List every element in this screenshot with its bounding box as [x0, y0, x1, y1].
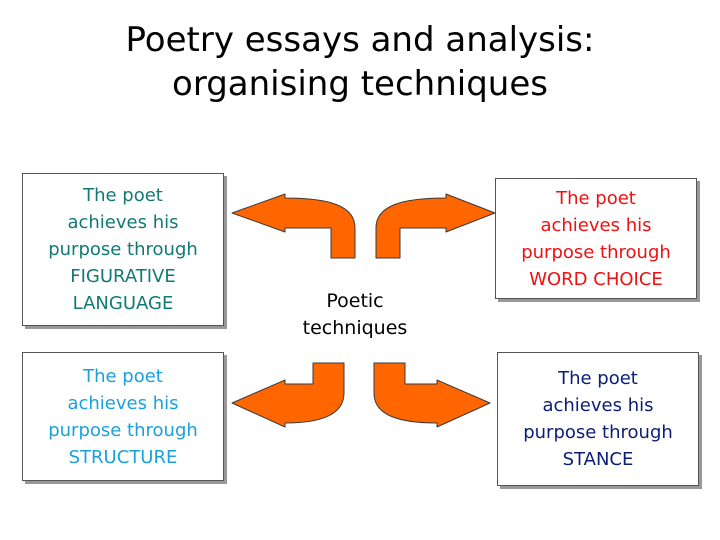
box-text-line: achieves his	[67, 212, 179, 233]
page-title: Poetry essays and analysis: organising t…	[0, 18, 720, 106]
box-text-line: LANGUAGE	[72, 293, 174, 314]
center-label-line-2: techniques	[302, 317, 408, 339]
box-text-line: STANCE	[562, 449, 634, 470]
center-label-line-1: Poetic	[326, 290, 384, 312]
box-text-line: purpose through	[523, 422, 673, 443]
title-line-1: Poetry essays and analysis:	[125, 20, 595, 60]
box-text-line: purpose through	[48, 239, 198, 260]
curved-arrow-top-right	[375, 193, 496, 259]
figurative-language-box: The poet achieves his purpose through FI…	[22, 173, 224, 326]
curved-arrow-top-left	[231, 193, 356, 259]
curved-arrow-bottom-right	[373, 362, 491, 428]
box-text-line: The poet	[558, 368, 638, 389]
title-line-2: organising techniques	[172, 64, 548, 104]
box-text-line: purpose through	[48, 419, 198, 441]
box-text-line: The poet	[83, 365, 163, 387]
box-text-line: WORD CHOICE	[529, 268, 663, 290]
box-text-line: purpose through	[521, 241, 671, 263]
box-text-line: achieves his	[542, 395, 654, 416]
box-text-line: STRUCTURE	[68, 446, 178, 468]
box-text-line: FIGURATIVE	[70, 266, 176, 287]
stance-box: The poet achieves his purpose through ST…	[497, 352, 699, 486]
box-text-line: The poet	[556, 187, 636, 209]
box-text-line: The poet	[83, 185, 163, 206]
structure-box: The poet achieves his purpose through ST…	[22, 352, 224, 481]
box-text-line: achieves his	[67, 392, 179, 414]
box-text-line: achieves his	[540, 214, 652, 236]
curved-arrow-bottom-left	[231, 362, 345, 428]
center-label: Poetic techniques	[290, 288, 420, 342]
word-choice-box: The poet achieves his purpose through WO…	[495, 178, 697, 299]
